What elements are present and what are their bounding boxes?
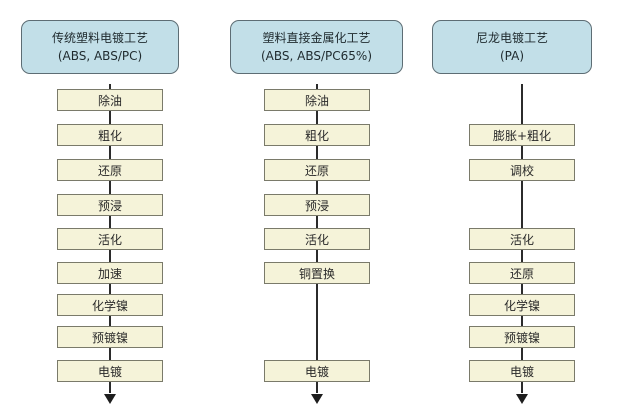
step-box: 调校: [469, 159, 575, 181]
column-header-direct-metallization: 塑料直接金属化工艺 (ABS, ABS/PC65%): [230, 20, 403, 74]
step-box: 预镀镍: [469, 326, 575, 348]
step-box: 还原: [469, 262, 575, 284]
step-box: 活化: [469, 228, 575, 250]
column-subtitle: (ABS, ABS/PC): [57, 49, 143, 63]
step-box: 预浸: [264, 194, 370, 216]
step-box: 预浸: [57, 194, 163, 216]
step-box: 电镀: [57, 360, 163, 382]
column-subtitle: (ABS, ABS/PC65%): [260, 49, 373, 63]
flow-arrow: [311, 394, 323, 404]
step-box: 粗化: [57, 124, 163, 146]
step-box: 还原: [264, 159, 370, 181]
step-box: 化学镍: [57, 294, 163, 316]
step-box: 活化: [57, 228, 163, 250]
column-header-traditional: 传统塑料电镀工艺 (ABS, ABS/PC): [21, 20, 179, 74]
step-box: 还原: [57, 159, 163, 181]
column-subtitle: (PA): [499, 49, 525, 63]
step-box: 膨胀+粗化: [469, 124, 575, 146]
column-title: 传统塑料电镀工艺: [51, 31, 148, 45]
step-box: 除油: [264, 89, 370, 111]
flow-arrow: [104, 394, 116, 404]
step-box: 除油: [57, 89, 163, 111]
flow-arrow: [516, 394, 528, 404]
step-box: 预镀镍: [57, 326, 163, 348]
column-title: 塑料直接金属化工艺: [262, 31, 371, 45]
step-box: 化学镍: [469, 294, 575, 316]
step-box: 粗化: [264, 124, 370, 146]
step-box: 活化: [264, 228, 370, 250]
step-box: 电镀: [469, 360, 575, 382]
column-title: 尼龙电镀工艺: [475, 31, 548, 45]
step-box: 加速: [57, 262, 163, 284]
column-header-nylon: 尼龙电镀工艺 (PA): [432, 20, 592, 74]
step-box: 电镀: [264, 360, 370, 382]
step-box: 铜置换: [264, 262, 370, 284]
